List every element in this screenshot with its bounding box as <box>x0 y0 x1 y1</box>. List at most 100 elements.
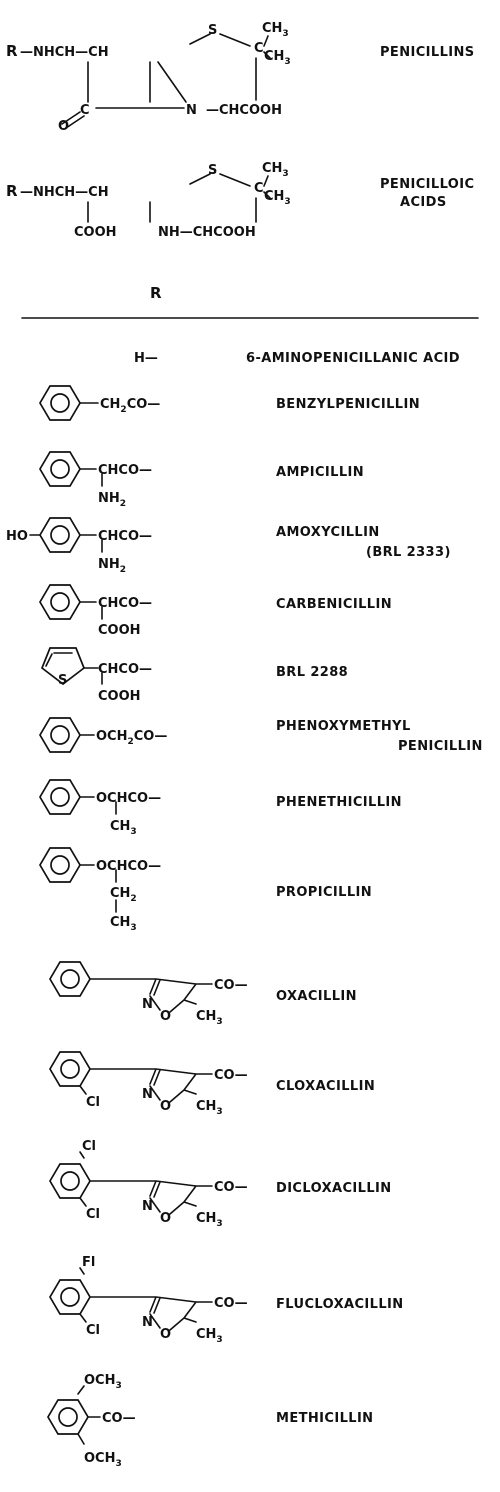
penicillins-sulfur: S <box>208 23 217 38</box>
isoxazole-oxygen: O <box>160 1009 171 1024</box>
thiophene-sulfur: S <box>58 673 67 688</box>
benzene-ring-icon <box>49 1163 91 1199</box>
fragment-hydroxy: HO <box>6 529 28 544</box>
penicilloic-bonds <box>87 173 271 223</box>
fragment-side-chain: CHCO— <box>98 463 152 478</box>
fragment-methyl: CH3 <box>196 1009 223 1027</box>
substituent-fluoro-top: Fl <box>82 1255 95 1270</box>
substituent-chloro: Cl <box>86 1095 100 1110</box>
compound-row-benzylpenicillin: CH2CO— BENZYLPENICILLIN <box>39 385 420 421</box>
benzene-ring-icon <box>39 779 81 815</box>
penicilloic-r-label: R <box>6 182 18 200</box>
substituent-methoxy-bottom: OCH3 <box>84 1451 122 1469</box>
compound-row-ampicillin: CHCO— NH2 AMPICILLIN <box>39 451 364 509</box>
fragment-side-chain: OCHCO— <box>96 791 161 806</box>
fragment-side-chain: CH2CO— <box>100 397 160 415</box>
compound-row-flucloxacillin: Fl Cl N O CO— CH3 FLUCLOXACILLIN <box>49 1255 404 1345</box>
compound-row-phenethicillin: OCHCO— CH3 PHENETHICILLIN <box>39 779 402 837</box>
benzene-ring-icon <box>39 847 81 883</box>
penicilloic-sulfur: S <box>208 163 217 178</box>
compound-row-dicloxacillin: Cl Cl N O CO— CH3 DICLOXACILLIN <box>49 1139 392 1229</box>
isoxazole-nitrogen: N <box>142 997 153 1012</box>
benzene-ring-icon <box>39 717 81 753</box>
penicillins-methyl-a: CH3 <box>262 21 289 39</box>
compound-name-line2: PENICILLIN <box>398 739 483 754</box>
penicilloic-quaternary-carbon: C <box>254 181 264 196</box>
compound-name: PROPICILLIN <box>276 885 372 900</box>
fragment-methyl: CH3 <box>110 915 137 933</box>
compound-name: AMOXYCILLIN <box>276 525 380 540</box>
substituent-methoxy-top: OCH3 <box>84 1373 122 1391</box>
penicillins-bonds <box>61 33 271 129</box>
compound-row-carbenicillin: CHCO— COOH CARBENICILLIN <box>39 584 392 638</box>
fragment-methyl: CH3 <box>110 819 137 837</box>
compound-code: (BRL 2333) <box>366 545 451 560</box>
benzene-ring-icon <box>49 1279 91 1315</box>
isoxazole-ring-icon <box>89 1068 213 1103</box>
penicillins-r-label: R <box>6 42 18 60</box>
compound-row-methicillin: OCH3 CO— OCH3 METHICILLIN <box>47 1373 373 1469</box>
penicilloic-name-line2: ACIDS <box>400 195 447 210</box>
compound-row-oxacillin: N O CO— CH3 OXACILLIN <box>49 961 357 1027</box>
benzene-ring-icon <box>49 961 91 997</box>
compound-row-aminopenicillanic: H— 6-AMINOPENICILLANIC ACID <box>134 351 460 366</box>
compound-name: DICLOXACILLIN <box>276 1181 392 1196</box>
fragment-side-chain: CHCO— <box>98 596 152 611</box>
compound-name: PHENOXYMETHYL <box>276 719 411 734</box>
compound-row-phenoxymethyl: OCH2CO— PHENOXYMETHYL PENICILLIN <box>39 717 483 754</box>
fragment-carboxyl: COOH <box>98 623 141 638</box>
fragment-side-chain: OCH2CO— <box>96 729 167 747</box>
compound-row-propicillin: OCHCO— CH2 CH3 PROPICILLIN <box>39 847 372 933</box>
benzene-ring-icon <box>39 584 81 620</box>
fragment-amine: NH2 <box>98 491 126 509</box>
isoxazole-ring-icon <box>89 1180 213 1215</box>
penicillins-structure: R —NHCH—CH S C CH3 CH3 O C N —CHCOOH PEN… <box>6 21 475 134</box>
penicillins-name: PENICILLINS <box>380 45 475 60</box>
compound-row-amoxycillin: HO CHCO— NH2 AMOXYCILLIN (BRL 2333) <box>6 517 451 575</box>
fragment-methyl: CH3 <box>196 1211 223 1229</box>
fragment-carboxyl: COOH <box>98 689 141 704</box>
penicillins-carbonyl-oxygen: O <box>58 119 69 134</box>
compound-name: CLOXACILLIN <box>276 1079 375 1094</box>
penicillins-lactam-carbon: C <box>80 103 90 118</box>
compound-name: OXACILLIN <box>276 989 357 1004</box>
compound-row-cloxacillin: Cl N O CO— CH3 CLOXACILLIN <box>49 1051 375 1117</box>
penicillins-top-chain: —NHCH—CH <box>20 45 109 60</box>
fragment-methyl: CH3 <box>196 1327 223 1345</box>
fragment-carbonyl: CO— <box>214 1180 248 1195</box>
penicillins-quaternary-carbon: C <box>254 41 264 56</box>
compound-name: BENZYLPENICILLIN <box>276 397 420 412</box>
penicillins-chcooh: —CHCOOH <box>206 103 282 118</box>
substituent-chloro: Cl <box>86 1207 100 1222</box>
fragment-carbonyl: CO— <box>214 978 248 993</box>
penicilloic-name-line1: PENICILLOIC <box>380 177 474 192</box>
penicilloic-methyl-a: CH3 <box>262 161 289 179</box>
compound-name: FLUCLOXACILLIN <box>276 1297 404 1312</box>
penicilloic-methyl-b: CH3 <box>264 189 291 207</box>
compound-name: CARBENICILLIN <box>276 597 392 612</box>
fragment-hydrogen: H— <box>134 351 158 366</box>
isoxazole-oxygen: O <box>160 1099 171 1114</box>
compound-name: 6-AMINOPENICILLANIC ACID <box>246 351 460 366</box>
penicilloic-acids-structure: R —NHCH—CH S C CH3 CH3 COOH NH—CHCOOH PE… <box>6 161 474 240</box>
fragment-methylene: CH2 <box>110 886 137 904</box>
substituent-chloro-top: Cl <box>82 1139 96 1154</box>
thiophene-ring-icon <box>40 647 86 686</box>
fragment-methyl: CH3 <box>196 1099 223 1117</box>
benzene-ring-icon <box>39 385 81 421</box>
fragment-carbonyl: CO— <box>102 1411 136 1426</box>
fragment-amine: NH2 <box>98 557 126 575</box>
penicillins-nitrogen: N <box>186 103 197 118</box>
fragment-side-chain: OCHCO— <box>96 859 161 874</box>
isoxazole-oxygen: O <box>160 1327 171 1342</box>
penicilloic-top-chain: —NHCH—CH <box>20 185 109 200</box>
r-column-heading: R <box>150 284 162 302</box>
compound-name: AMPICILLIN <box>276 465 364 480</box>
isoxazole-nitrogen: N <box>142 1199 153 1214</box>
compound-name: PHENETHICILLIN <box>276 795 402 810</box>
fragment-carbonyl: CO— <box>214 1296 248 1311</box>
compound-name: BRL 2288 <box>276 665 348 680</box>
fragment-carbonyl: CO— <box>214 1068 248 1083</box>
substituent-chloro: Cl <box>86 1323 100 1338</box>
